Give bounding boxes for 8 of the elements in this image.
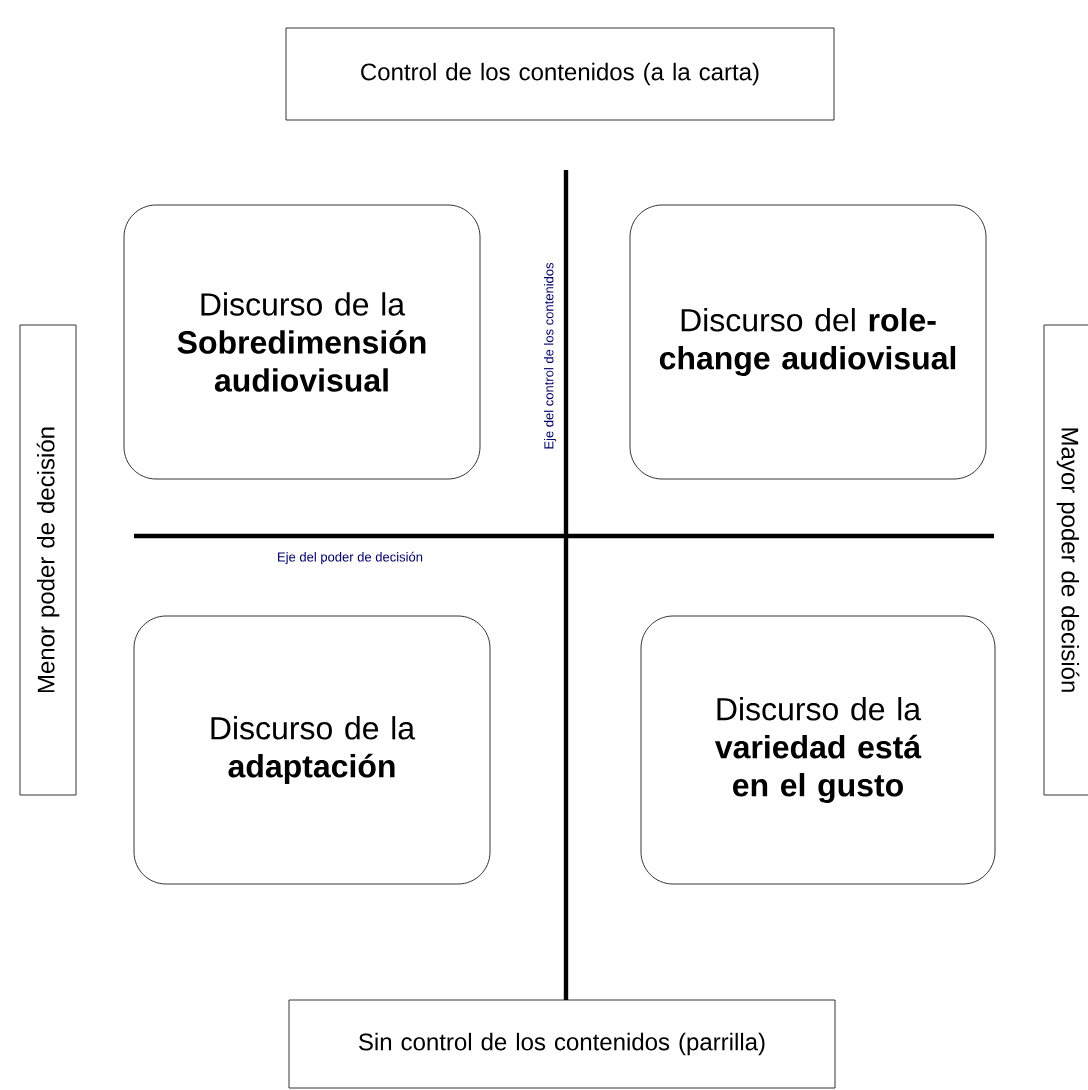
quadrant-box: Discurso de la Sobredimensión audiovisual	[123, 204, 481, 480]
axis-end-box: Menor poder de decisión	[19, 324, 77, 796]
quadrant-box: Discurso del role-change audiovisual	[629, 204, 987, 480]
axis-end-box: Control de los contenidos (a la carta)	[285, 27, 835, 121]
quadrant-box: Discurso de la adaptación	[133, 615, 491, 885]
axis-end-box: Mayor poder de decisión	[1043, 324, 1088, 796]
quadrant-box: Discurso de la variedad está en el gusto	[640, 615, 996, 885]
axis-end-box: Sin control de los contenidos (parrilla)	[288, 999, 836, 1089]
